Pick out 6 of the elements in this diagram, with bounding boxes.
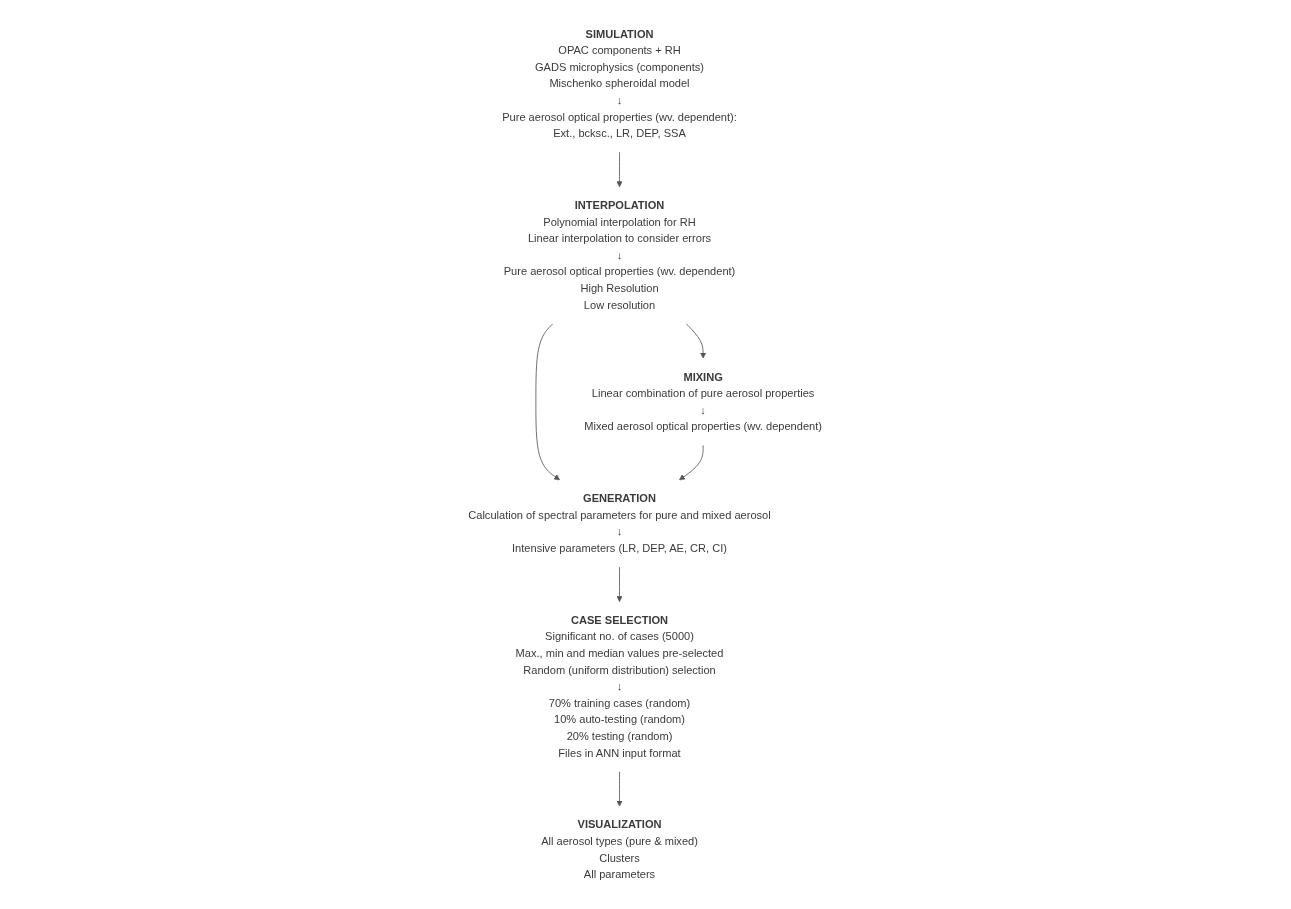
node-text: MIXING Linear combination of pure aerosol properties ↓ Mixed aerosol optical properties (wv. dependent)	[584, 370, 823, 433]
node-text: CASE SELECTION Significant no. of cases (5000) Max., min and median values pre-selected Random (uniform distribution) selection ↓ 70% training cases (random) 10% auto-testing (random) 20% testing (random) Files in ANN input format	[515, 614, 724, 759]
node-text: GENERATION Calculation of spectral parameters for pure and mixed aerosol ↓ Intensive parameters (LR, DEP, AE, CR, CI)	[468, 492, 772, 555]
node-text: VISUALIZATION All aerosol types (pure & mixed) Clusters All parameters	[541, 818, 699, 881]
node-text: INTERPOLATION Polynomial interpolation for RH Linear interpolation to consider errors ↓ Pure aerosol optical properties (wv. dependent) High Resolution Low resolution	[504, 199, 736, 311]
node-text: SIMULATION OPAC components + RH GADS microphysics (components) Mischenko spheroidal model ↓ Pure aerosol optical properties (wv. dependent): Ext., bcksc., LR, DEP, SSA	[502, 28, 738, 140]
